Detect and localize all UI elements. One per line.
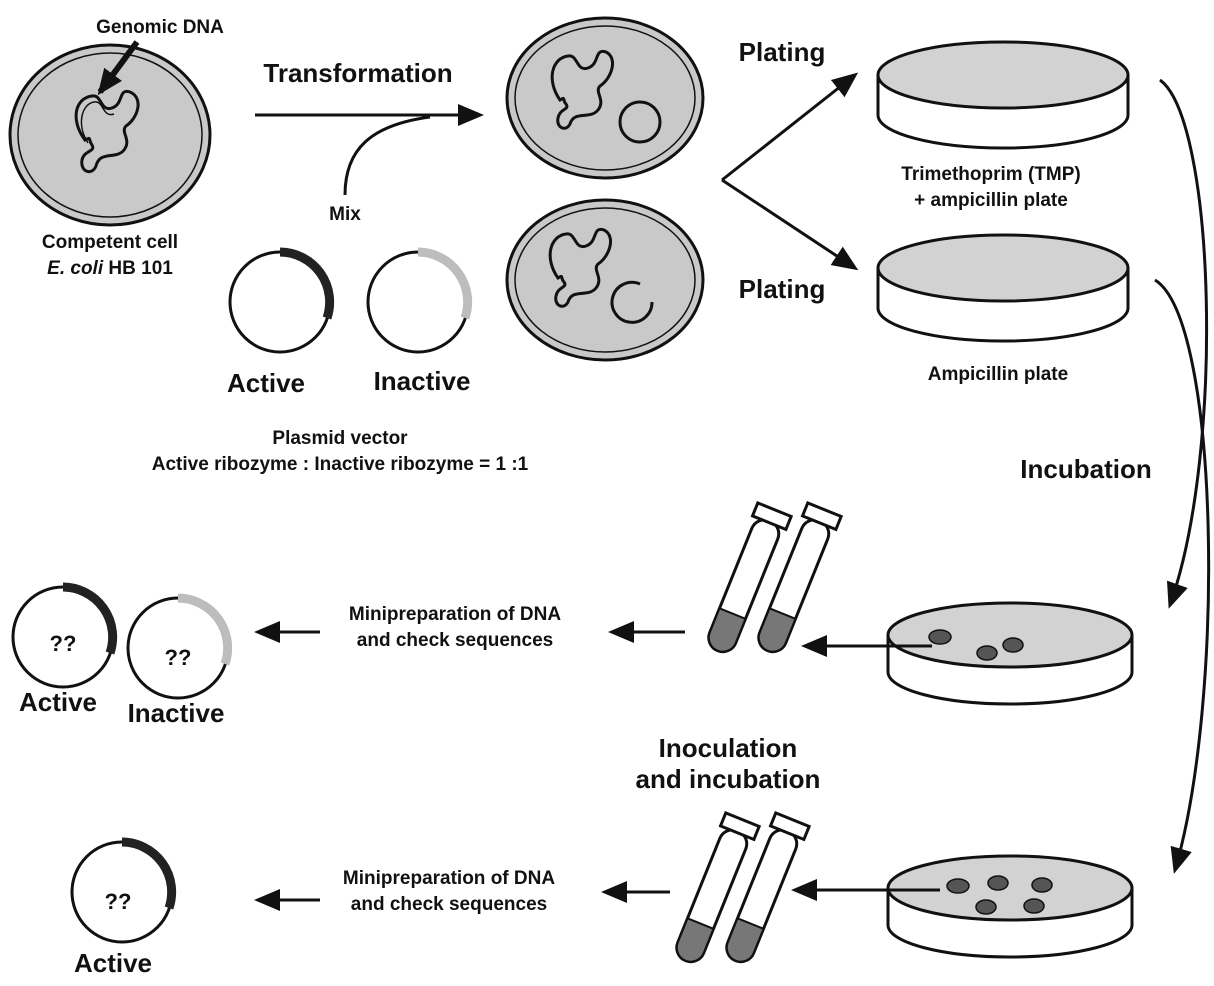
miniprep-bottom-label-2: and check sequences: [351, 894, 547, 915]
colony: [988, 876, 1008, 890]
active-plasmid-label: Active: [227, 368, 305, 398]
incubation-arrow-long: [1155, 280, 1209, 870]
plasmid-vector-label: Plasmid vector: [272, 428, 408, 449]
result-unknown-3: ??: [105, 889, 132, 914]
inoculation-label-1: Inoculation: [659, 733, 798, 763]
ampicillin-plate: [878, 235, 1128, 341]
tmp-plate-label-2: + ampicillin plate: [914, 190, 1068, 211]
colony: [977, 646, 997, 660]
culture-tubes-bottom: [669, 813, 809, 967]
plating-fork: [722, 75, 855, 180]
strain-name: HB 101: [103, 258, 173, 279]
colony: [1032, 878, 1052, 892]
active-plasmid: [230, 252, 330, 352]
result-unknown-2: ??: [165, 645, 192, 670]
colony: [1024, 899, 1044, 913]
miniprep-bottom-label-1: Minipreparation of DNA: [343, 868, 555, 889]
colony: [976, 900, 996, 914]
ribozyme-ratio-label: Active ribozyme : Inactive ribozyme = 1 …: [152, 454, 529, 475]
miniprep-top-label-1: Minipreparation of DNA: [349, 604, 561, 625]
competent-cell-strain-label: E. coli HB 101: [47, 258, 173, 279]
result-inactive-label-1: Inactive: [128, 698, 225, 728]
colony: [929, 630, 951, 644]
genomic-dna-label: Genomic DNA: [96, 17, 224, 38]
plating-fork-lower: [722, 180, 855, 268]
mix-arrow: [345, 117, 430, 195]
inactive-plasmid-label: Inactive: [374, 366, 471, 396]
result-unknown-1: ??: [50, 631, 77, 656]
tmp-amp-plate: [878, 42, 1128, 148]
transformed-cell-active: [507, 18, 703, 178]
colony-plate-bottom: [888, 856, 1132, 957]
inactive-plasmid: [368, 252, 468, 352]
result-active-label-2: Active: [74, 948, 152, 978]
competent-cell: [10, 45, 210, 225]
culture-tubes-top: [701, 503, 841, 657]
tmp-plate-label-1: Trimethoprim (TMP): [901, 164, 1080, 185]
transformed-cell-inactive: [507, 200, 703, 360]
mix-label: Mix: [329, 204, 361, 225]
plating-top-label: Plating: [739, 37, 826, 67]
incubation-label: Incubation: [1020, 454, 1151, 484]
competent-cell-label: Competent cell: [42, 232, 178, 253]
colony: [947, 879, 969, 893]
transformation-label: Transformation: [263, 58, 452, 88]
incubation-arrow-short: [1160, 80, 1207, 605]
inoculation-label-2: and incubation: [636, 764, 821, 794]
colony: [1003, 638, 1023, 652]
miniprep-top-label-2: and check sequences: [357, 630, 553, 651]
result-active-label-1: Active: [19, 687, 97, 717]
colony-plate-top: [888, 603, 1132, 704]
amp-plate-label: Ampicillin plate: [928, 364, 1068, 385]
species-name: E. coli: [47, 258, 104, 279]
plating-bottom-label: Plating: [739, 274, 826, 304]
